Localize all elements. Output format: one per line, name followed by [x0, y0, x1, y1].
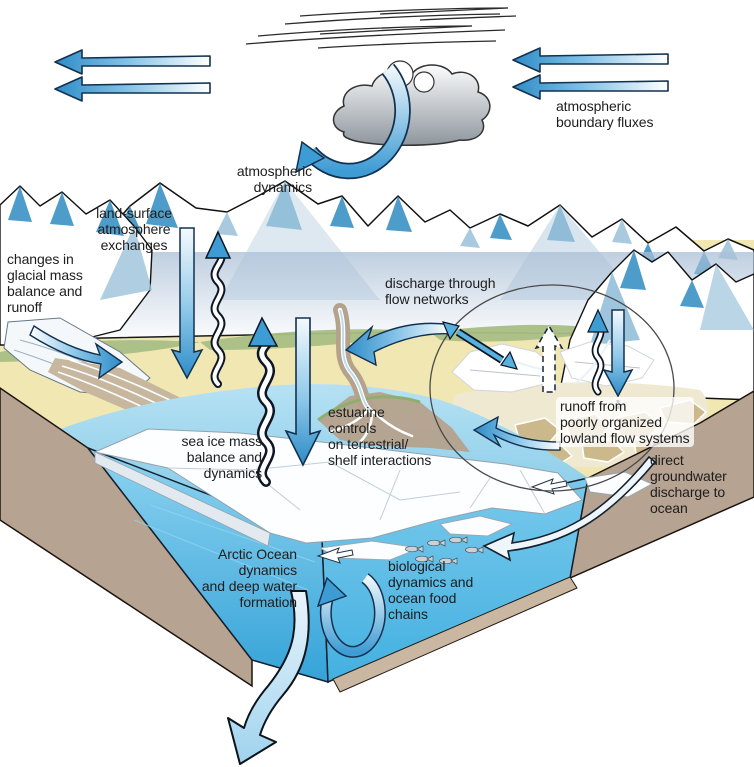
label-biological-dynamics: biological dynamics and ocean food chain…	[388, 558, 474, 623]
label-discharge-through-flow-networks: discharge through flow networks	[385, 275, 496, 308]
ocean-contour-lines	[133, 504, 316, 591]
label-sea-ice-mass: sea ice mass balance and dynamics	[181, 433, 263, 482]
seafloor-edge	[332, 576, 578, 693]
glacial-runoff-arrow	[29, 324, 124, 380]
boundary-flux-arrows-left	[54, 49, 211, 102]
atmospheric-circulation-arrow	[294, 63, 411, 180]
estuary-evaporation-arrow	[247, 316, 279, 487]
label-direct-groundwater: direct groundwater discharge to ocean	[650, 452, 727, 517]
label-arctic-ocean-dynamics: Arctic Ocean dynamics and deep water for…	[201, 546, 297, 611]
ice-drift-arrows	[316, 478, 568, 564]
fish-school	[405, 536, 484, 565]
evaporation-wavy-arrow	[204, 230, 232, 388]
label-estuarine-controls: estuarine controls on terrestrial/ shelf…	[328, 404, 432, 469]
precipitation-arrow	[170, 227, 204, 380]
earth-cutaway-left	[0, 387, 253, 688]
estuary-precipitation-arrow	[284, 317, 322, 467]
left-mountain-range	[0, 185, 153, 346]
deep-water-formation-arrow	[227, 590, 310, 765]
label-changes-in-glacial-mass: changes in glacial mass balance and runo…	[7, 251, 83, 316]
lowland-evaporation-arrow	[587, 308, 609, 396]
ocean-circulation-arrow	[316, 573, 386, 658]
exchange-double-arrow	[441, 321, 519, 370]
label-atmospheric-boundary-fluxes: atmospheric boundary fluxes	[556, 98, 654, 131]
river-and-delta	[317, 303, 611, 452]
sea-ice	[94, 428, 583, 547]
lowland-infiltration-arrow	[534, 324, 564, 393]
label-runoff-lowland: runoff from poorly organized lowland flo…	[556, 397, 694, 448]
lowland-runoff-arrow	[472, 415, 561, 451]
jet-stream-streaks	[245, 7, 517, 49]
label-atmospheric-dynamics: atmospheric dynamics	[236, 163, 312, 196]
study-region-circle	[429, 284, 675, 492]
label-land-surface-atmosphere-exchanges: land-surface atmosphere exchanges	[96, 205, 172, 254]
discharge-arrow	[344, 322, 453, 367]
groundwater-discharge-arrow	[482, 455, 657, 562]
boundary-flux-arrows-right	[512, 47, 669, 100]
cloud-icon	[332, 60, 491, 147]
